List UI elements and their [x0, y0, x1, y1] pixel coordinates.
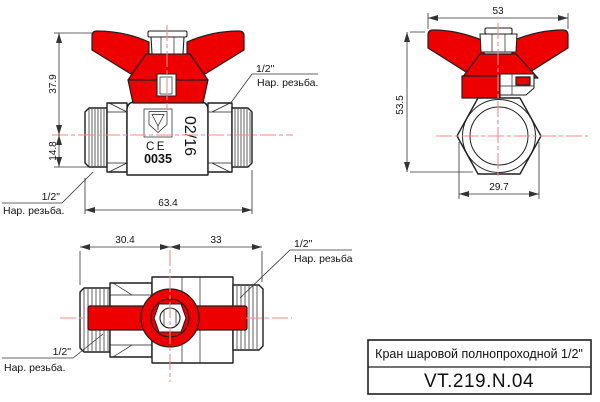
dim-height-upper: 37.9: [48, 74, 59, 94]
dim-across-flats: 29.7: [489, 182, 509, 193]
front-left-union-nut: [106, 102, 128, 173]
side-view: 53 53.5 29.7: [395, 6, 588, 199]
dim-length: 63.4: [158, 198, 178, 209]
side-centerlines: [436, 23, 588, 178]
thread-type-label: Нар. резьба.: [3, 205, 64, 217]
dim-width: 53: [492, 6, 504, 17]
thread-size-label: 1/2": [53, 346, 72, 358]
side-handle-hub: [461, 53, 539, 79]
top-left-nut-facets: [110, 282, 152, 358]
ce-mark: CE: [146, 141, 167, 153]
valtec-shield-logo: [148, 111, 168, 133]
front-dimensions: 37.9 14.8 63.4: [48, 32, 253, 214]
top-label-right: 1/2" Нар. резьба: [239, 238, 353, 299]
front-label-right: 1/2" Нар. резьба.: [229, 63, 318, 105]
side-handle: [427, 29, 569, 99]
top-view: 30.4 33 1/2" Нар. резьба 1/2" Нар. резьб…: [2, 235, 353, 382]
thread-type-label: Нар. резьба: [294, 253, 353, 265]
top-label-left: 1/2" Нар. резьба.: [2, 333, 104, 374]
front-handle-left-wing: [91, 30, 150, 75]
cert-number: 0035: [144, 152, 172, 166]
thread-size-label: 1/2": [256, 63, 275, 75]
front-right-thread-lines: [234, 109, 251, 166]
side-handle-block: [461, 75, 501, 99]
thread-type-label: Нар. резьба.: [257, 77, 318, 89]
top-stem-flats: [163, 310, 177, 326]
product-name: Кран шаровой полнопроходной 1/2": [375, 347, 583, 361]
dim-height: 53.5: [395, 95, 406, 115]
dim-right-length: 33: [210, 235, 222, 246]
front-right-union-nut: [207, 102, 233, 173]
title-block: Кран шаровой полнопроходной 1/2" VT.219.…: [367, 339, 592, 395]
dim-height-lower: 14.8: [48, 141, 59, 161]
date-code: 02/16: [181, 116, 198, 156]
front-left-thread-lines: [88, 109, 105, 166]
front-left-nut-facets: [107, 102, 128, 173]
front-centerlines: [52, 25, 293, 136]
front-label-left: 1/2" Нар. резьба.: [2, 171, 94, 217]
top-centerlines: [60, 250, 292, 382]
side-stem-red-step: [515, 76, 531, 86]
front-label-plaque: [143, 108, 173, 138]
thread-size-label: 1/2": [294, 238, 313, 250]
article-number: VT.219.N.04: [424, 371, 534, 392]
front-view: CE 0035 02/16: [2, 25, 318, 217]
front-handle-right-wing: [186, 30, 245, 75]
front-right-nut-facets: [208, 102, 232, 173]
thread-size-label: 1/2": [42, 191, 61, 203]
dim-left-length: 30.4: [115, 235, 135, 246]
side-dimensions: 53 53.5 29.7: [395, 6, 569, 199]
thread-type-label: Нар. резьба.: [4, 362, 65, 374]
